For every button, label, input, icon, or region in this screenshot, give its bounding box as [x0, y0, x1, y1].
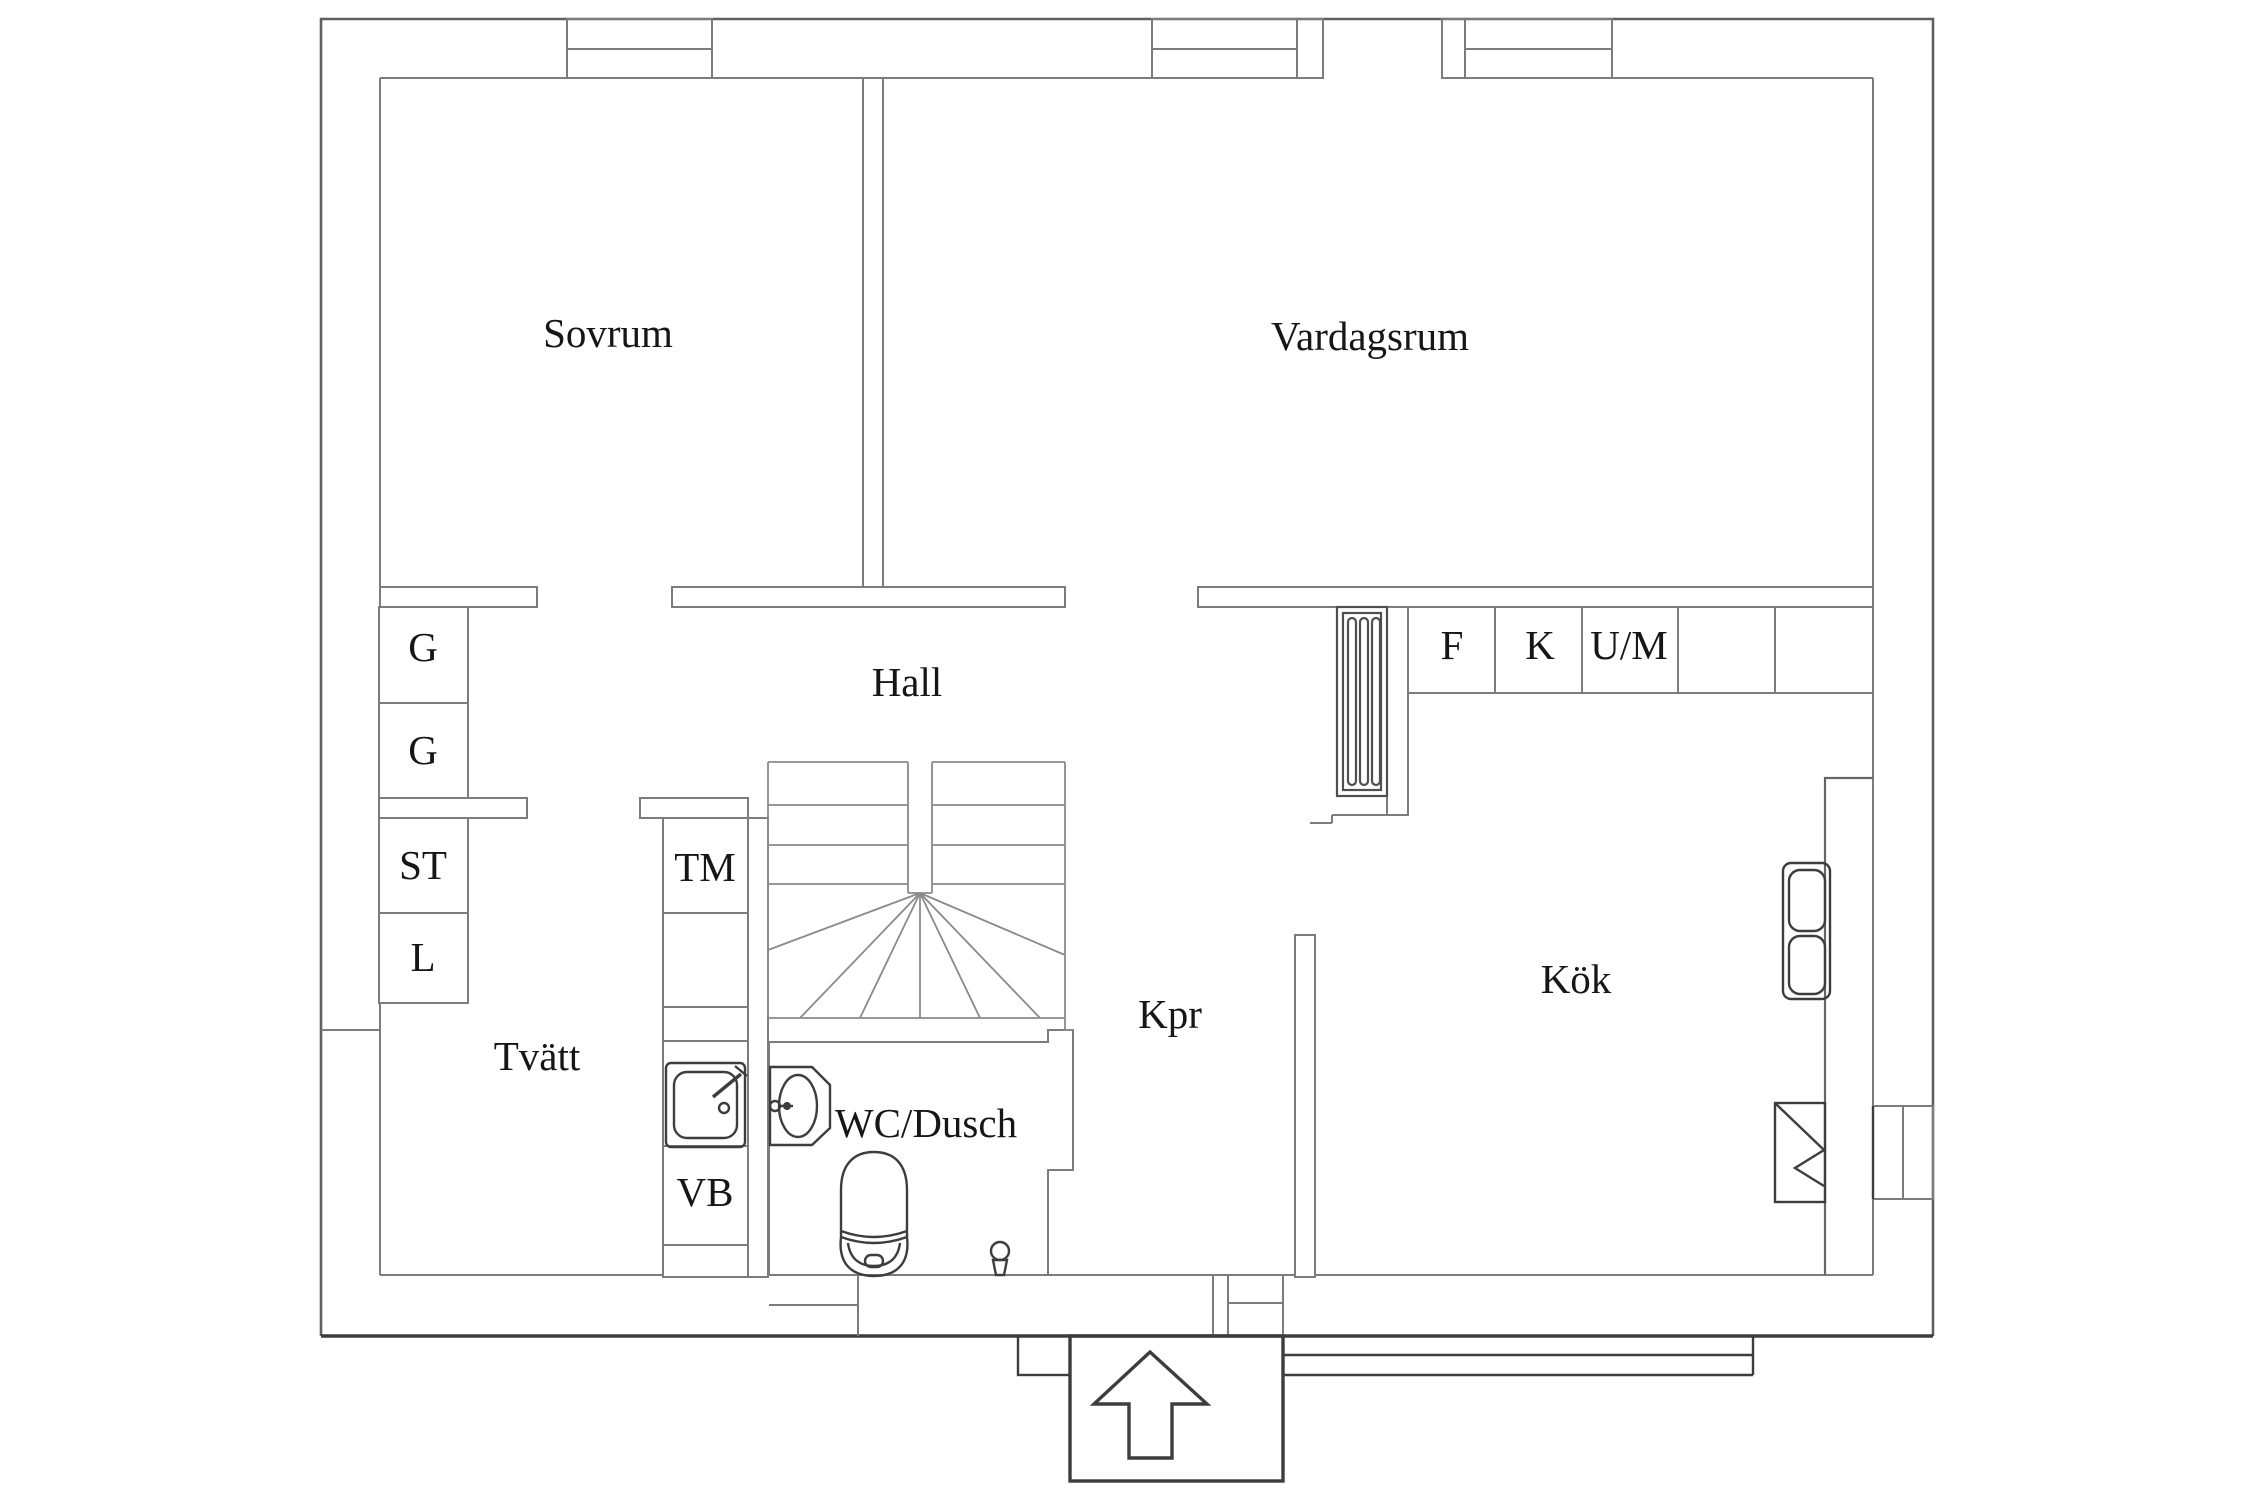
- entrance-arrow-icon: [1089, 1349, 1212, 1460]
- closet-dividers-left: [379, 702, 468, 914]
- wall-kitchen-west-upper: [1386, 606, 1409, 816]
- faucet-dot: [783, 1102, 791, 1110]
- chimney-vent-icon: [1335, 605, 1389, 798]
- closet-label-st: ST: [399, 842, 447, 888]
- closet-label-l: L: [410, 934, 435, 980]
- room-labels: Sovrum Vardagsrum Hall Kpr Kök Tvätt WC/…: [399, 310, 1668, 1215]
- entrance-door-threshold: [1212, 1275, 1284, 1336]
- appliance-label-k: K: [1525, 622, 1555, 668]
- drain-dot: [717, 1101, 731, 1115]
- wall-band-stairwell-west: [747, 817, 769, 1278]
- wall-kitchen-west-lower: [1294, 934, 1316, 1278]
- closet-label-g1: G: [408, 624, 438, 670]
- room-label-vardagsrum: Vardagsrum: [1271, 313, 1469, 359]
- windows: [566, 18, 1934, 1200]
- window-vardagsrum-left: [1151, 18, 1324, 79]
- staircase: [767, 761, 1073, 1031]
- exterior-walls: [319, 17, 1935, 1338]
- wall-wc-dusch: [768, 1029, 1074, 1336]
- wall-south-of-vardagsrum: [1197, 586, 1874, 608]
- entrance-step-left: [1016, 1334, 1072, 1377]
- stair-center-wall: [907, 762, 933, 894]
- window-kitchen-east: [1871, 1105, 1934, 1200]
- room-label-tvatt: Tvätt: [494, 1033, 581, 1079]
- bathroom-fixtures: [768, 1065, 1011, 1278]
- wall-sovrum-vardagsrum-divider: [862, 77, 884, 608]
- wall-south-of-sovrum-right: [671, 586, 1066, 608]
- flue-slot: [1346, 616, 1358, 787]
- laundry-fixtures: [664, 1061, 748, 1149]
- kitchen-sink-icon: [1781, 861, 1832, 1001]
- stair-enclosure: [767, 761, 1066, 1019]
- closet-label-vb: VB: [677, 1169, 734, 1215]
- room-label-kpr: Kpr: [1138, 991, 1202, 1037]
- room-label-wc-dusch: WC/Dusch: [835, 1100, 1017, 1146]
- faucet-lever: [711, 1072, 743, 1099]
- room-label-kok: Kök: [1541, 956, 1612, 1002]
- appliance-row-lines: [1407, 607, 1873, 694]
- wall-kitchen-west-jog: [1310, 814, 1387, 824]
- stair-treads-left: [768, 804, 908, 885]
- room-label-sovrum: Sovrum: [543, 310, 673, 356]
- wall-band-tm: [639, 797, 749, 819]
- wall-band-closets-left: [378, 797, 528, 819]
- toilet-icon: [839, 1150, 909, 1278]
- closet-dividers-middle: [663, 912, 748, 1246]
- washbasin-icon: [768, 1065, 832, 1147]
- porch-steps: [1283, 1336, 1755, 1377]
- room-label-hall: Hall: [872, 659, 943, 705]
- dishwasher-icon: [1773, 1101, 1827, 1204]
- closet-column-middle: [662, 817, 749, 1278]
- entrance: [1016, 1334, 1755, 1483]
- window-vardagsrum-right: [1441, 18, 1613, 79]
- appliance-label-f: F: [1441, 622, 1464, 668]
- wall-south-of-sovrum-left: [379, 586, 538, 608]
- kitchen-fixtures: [1773, 776, 1873, 1275]
- flue-slot: [1370, 616, 1382, 787]
- appliance-label-um: U/M: [1590, 622, 1667, 668]
- stair-wc-jog: [1064, 1018, 1073, 1031]
- inner-wall-left-edge: [321, 78, 381, 1275]
- closet-label-tm: TM: [674, 844, 736, 890]
- stair-winder-fan: [767, 892, 1066, 1019]
- floor-drain-icon: [989, 1240, 1011, 1277]
- outer-wall-outline: [319, 17, 1935, 1336]
- closet-label-g2: G: [408, 727, 438, 773]
- window-sovrum: [566, 18, 713, 79]
- interior-walls: [378, 77, 1874, 1336]
- flue-slot: [1358, 616, 1370, 787]
- stair-treads-right: [932, 804, 1065, 885]
- laundry-sink-icon: [664, 1061, 748, 1149]
- entrance-vestibule: [1068, 1334, 1285, 1483]
- kitchen-counter: [1823, 776, 1873, 1275]
